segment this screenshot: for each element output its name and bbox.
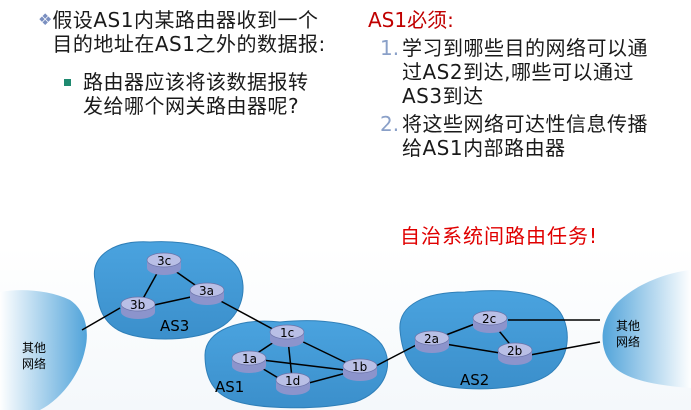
item-number: 1. xyxy=(380,36,400,60)
as2-cloud xyxy=(399,290,568,390)
square-bullet-icon xyxy=(64,79,71,86)
router-label: 3c xyxy=(157,254,171,268)
router-2b: 2b xyxy=(497,342,533,365)
item-text: 学习到哪些目的网络可以通过AS2到达,哪些可以通过AS3到达 xyxy=(402,36,648,108)
main-bullet: ❖ 假设AS1内某路由器收到一个目的地址在AS1之外的数据报: xyxy=(38,8,338,56)
router-1b: 1b xyxy=(342,358,378,381)
item-text: 将这些网络可达性信息传播给AS1内部路由器 xyxy=(402,112,648,160)
right-column: AS1必须: 1. 学习到哪些目的网络可以通过AS2到达,哪些可以通过AS3到达… xyxy=(368,8,668,160)
requirement-item-1: 1. 学习到哪些目的网络可以通过AS2到达,哪些可以通过AS3到达 xyxy=(380,36,668,108)
router-3b: 3b xyxy=(120,296,156,319)
router-label: 1b xyxy=(352,360,367,374)
as2-label: AS2 xyxy=(460,371,489,389)
other-network-right-label-line2: 网络 xyxy=(616,334,640,349)
router-label: 2b xyxy=(507,344,522,358)
link-1d-1b xyxy=(304,371,351,385)
router-label: 3b xyxy=(130,298,145,312)
router-1c: 1c xyxy=(269,324,305,347)
router-label: 1d xyxy=(285,374,300,388)
as3-label: AS3 xyxy=(160,317,189,335)
link-1b-2a xyxy=(371,341,423,369)
link-3b-other xyxy=(81,307,121,331)
router-3c: 3c xyxy=(146,252,182,275)
link-2b-other xyxy=(529,341,601,356)
router-2c: 2c xyxy=(472,310,508,333)
link-1a-1b xyxy=(261,359,346,371)
router-label: 1c xyxy=(280,326,294,340)
other-network-left-cloud xyxy=(0,290,87,410)
link-3a-1c xyxy=(214,297,281,334)
router-label: 2c xyxy=(482,312,496,326)
other-network-left-label-line2: 网络 xyxy=(22,356,46,371)
router-label: 2a xyxy=(424,332,439,346)
diamond-bullet-icon: ❖ xyxy=(38,10,53,29)
task-callout: 自治系统间路由任务! xyxy=(400,224,599,248)
router-1a: 1a xyxy=(231,350,267,373)
main-bullet-text: 假设AS1内某路由器收到一个目的地址在AS1之外的数据报: xyxy=(52,8,326,56)
requirements-heading: AS1必须: xyxy=(368,8,454,32)
router-label: 1a xyxy=(242,352,257,366)
other-network-right-cloud xyxy=(602,270,691,388)
link-1c-1b xyxy=(294,337,356,368)
item-number: 2. xyxy=(380,112,400,136)
sub-bullet-text: 路由器应该将该数据报转发给哪个网关路由器呢? xyxy=(83,70,309,118)
router-label: 3a xyxy=(199,284,214,298)
router-1d: 1d xyxy=(275,372,311,395)
router-2a: 2a xyxy=(414,330,450,353)
link-2a-2b xyxy=(444,343,501,354)
other-network-left-label-line1: 其他 xyxy=(22,341,46,355)
left-column: ❖ 假设AS1内某路由器收到一个目的地址在AS1之外的数据报: 路由器应该将该数… xyxy=(38,8,338,118)
sub-bullet: 路由器应该将该数据报转发给哪个网关路由器呢? xyxy=(64,70,338,118)
other-network-right-label-line1: 其他 xyxy=(616,319,640,333)
requirement-item-2: 2. 将这些网络可达性信息传播给AS1内部路由器 xyxy=(380,112,668,160)
as1-label: AS1 xyxy=(215,378,244,396)
router-3a: 3a xyxy=(189,282,225,305)
